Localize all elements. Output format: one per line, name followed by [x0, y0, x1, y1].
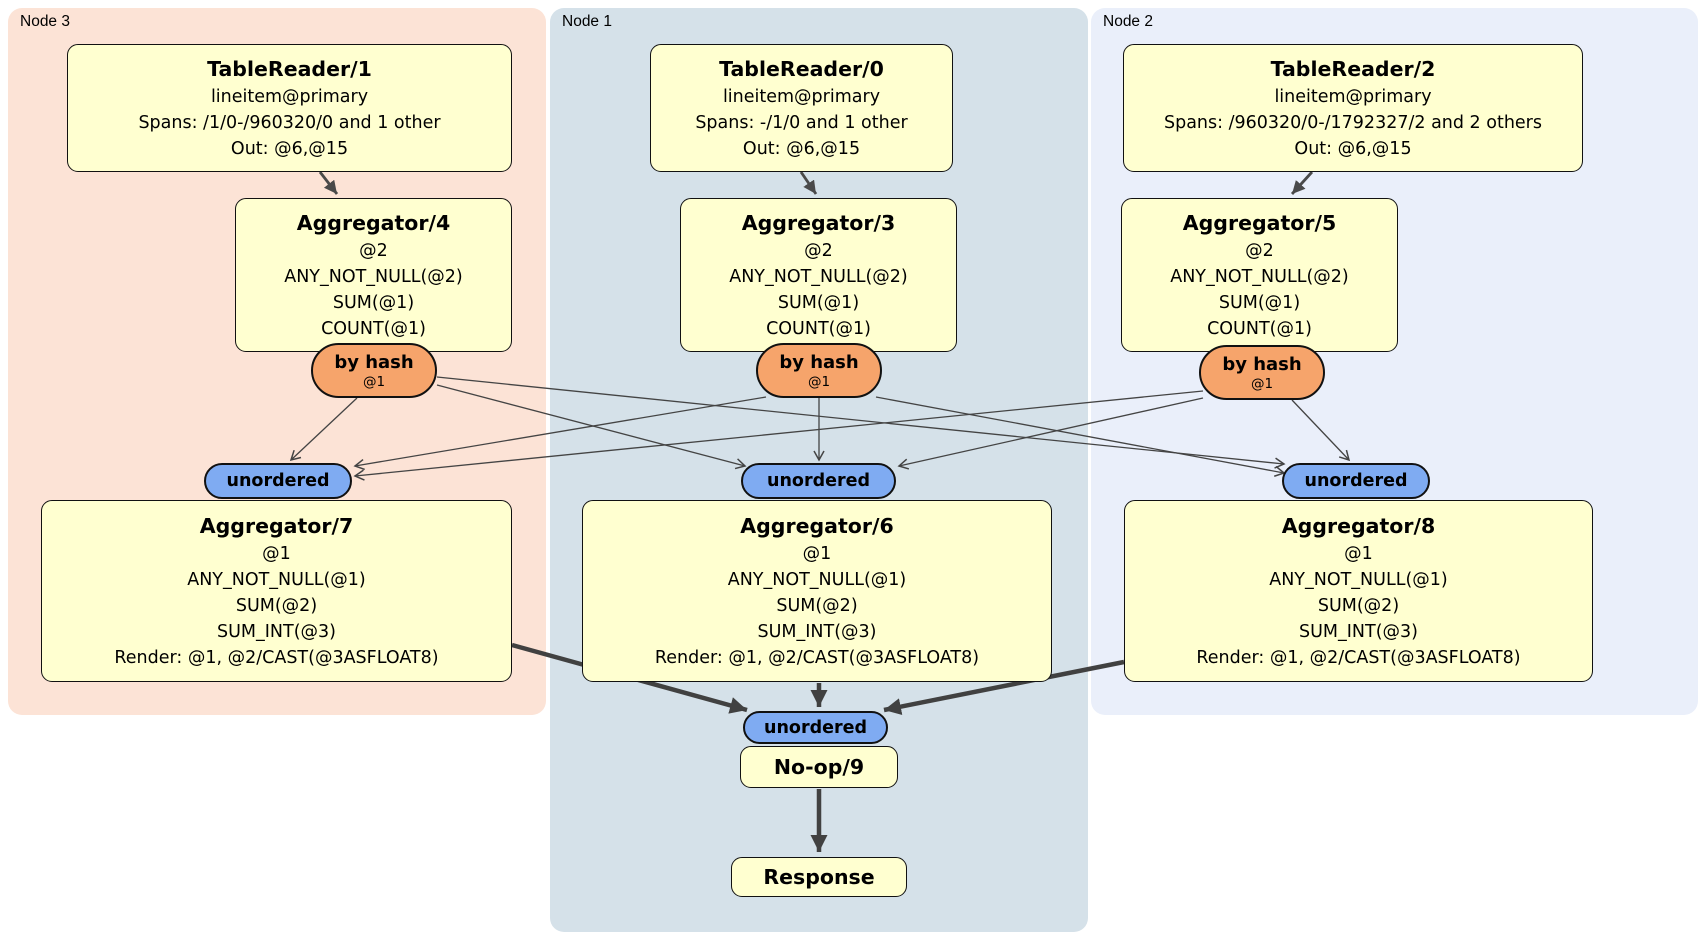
node-title: Aggregator/8 [1281, 514, 1436, 538]
node-title: Response [763, 865, 875, 889]
node-detail-line: SUM(@2) [1317, 596, 1400, 616]
sync-unordered-node1: unordered [741, 463, 896, 499]
panel-node1-label: Node 1 [562, 13, 612, 30]
node-title: TableReader/2 [1270, 57, 1436, 81]
node-detail-line: @2 [804, 241, 833, 261]
node-detail-line: Render: @1, @2/CAST(@3ASFLOAT8) [654, 648, 980, 668]
node-detail-line: @1 [802, 544, 832, 564]
sync-unordered-node3: unordered [204, 463, 352, 499]
node-aggregator-3: Aggregator/3 @2 ANY_NOT_NULL(@2) SUM(@1)… [680, 198, 957, 352]
sync-label: unordered [764, 717, 867, 738]
node-detail-line: Out: @6,@15 [1294, 139, 1412, 159]
router-label: by hash [779, 351, 859, 373]
node-detail-line: Out: @6,@15 [742, 139, 861, 159]
node-detail-line: @2 [1245, 241, 1274, 261]
router-detail: @1 [807, 373, 831, 390]
node-detail-line: SUM(@1) [777, 293, 860, 313]
router-label: by hash [334, 351, 414, 373]
node-detail-line: COUNT(@1) [766, 319, 871, 339]
sync-unordered-node2: unordered [1282, 463, 1430, 499]
node-detail-line: Spans: /1/0-/960320/0 and 1 other [138, 113, 441, 133]
panel-node2-label: Node 2 [1103, 13, 1153, 30]
node-detail-line: SUM(@1) [1218, 293, 1301, 313]
node-aggregator-4: Aggregator/4 @2 ANY_NOT_NULL(@2) SUM(@1)… [235, 198, 512, 352]
node-title: Aggregator/6 [740, 514, 894, 538]
node-title: TableReader/1 [207, 57, 372, 81]
node-detail-line: ANY_NOT_NULL(@1) [727, 570, 907, 590]
node-aggregator-6: Aggregator/6 @1 ANY_NOT_NULL(@1) SUM(@2)… [582, 500, 1052, 682]
node-tablereader-1: TableReader/1 lineitem@primary Spans: /1… [67, 44, 512, 172]
sync-label: unordered [226, 471, 330, 491]
sync-unordered-final: unordered [743, 711, 888, 744]
node-detail-line: SUM(@1) [332, 293, 415, 313]
router-label: by hash [1222, 353, 1302, 375]
node-detail-line: ANY_NOT_NULL(@2) [1170, 267, 1349, 287]
node-detail-line: COUNT(@1) [321, 319, 426, 339]
node-title: Aggregator/7 [199, 514, 354, 538]
node-detail-line: COUNT(@1) [1207, 319, 1312, 339]
node-detail-line: @1 [262, 544, 291, 564]
panel-node3-label: Node 3 [20, 13, 70, 30]
node-detail-line: SUM_INT(@3) [217, 622, 336, 642]
node-detail-line: ANY_NOT_NULL(@1) [1269, 570, 1448, 590]
node-detail-line: Spans: /960320/0-/1792327/2 and 2 others [1163, 113, 1542, 133]
node-title: No-op/9 [773, 755, 865, 779]
node-detail-line: SUM(@2) [235, 596, 318, 616]
node-aggregator-8: Aggregator/8 @1 ANY_NOT_NULL(@1) SUM(@2)… [1124, 500, 1593, 682]
node-tablereader-2: TableReader/2 lineitem@primary Spans: /9… [1123, 44, 1583, 172]
node-title: Aggregator/4 [296, 211, 451, 235]
node-detail-line: Render: @1, @2/CAST(@3ASFLOAT8) [1196, 648, 1521, 668]
node-response: Response [731, 857, 907, 897]
node-noop-9: No-op/9 [740, 746, 898, 788]
node-detail-line: ANY_NOT_NULL(@2) [284, 267, 463, 287]
sync-label: unordered [767, 471, 870, 491]
router-by-hash-node3: by hash @1 [311, 343, 437, 398]
node-aggregator-7: Aggregator/7 @1 ANY_NOT_NULL(@1) SUM(@2)… [41, 500, 512, 682]
node-title: TableReader/0 [719, 57, 884, 81]
node-detail-line: lineitem@primary [210, 87, 369, 107]
node-detail-line: @1 [1344, 544, 1373, 564]
node-detail-line: SUM_INT(@3) [1299, 622, 1418, 642]
node-detail-line: SUM_INT(@3) [757, 622, 877, 642]
router-detail: @1 [362, 373, 386, 390]
node-detail-line: SUM(@2) [776, 596, 858, 616]
node-detail-line: ANY_NOT_NULL(@2) [729, 267, 908, 287]
node-aggregator-5: Aggregator/5 @2 ANY_NOT_NULL(@2) SUM(@1)… [1121, 198, 1398, 352]
sync-label: unordered [1304, 471, 1408, 491]
node-detail-line: lineitem@primary [1274, 87, 1432, 107]
router-detail: @1 [1250, 375, 1274, 392]
node-title: Aggregator/5 [1182, 211, 1337, 235]
node-title: Aggregator/3 [741, 211, 896, 235]
node-detail-line: ANY_NOT_NULL(@1) [187, 570, 366, 590]
node-detail-line: lineitem@primary [722, 87, 881, 107]
node-detail-line: Out: @6,@15 [230, 139, 349, 159]
node-tablereader-0: TableReader/0 lineitem@primary Spans: -/… [650, 44, 953, 172]
router-by-hash-node1: by hash @1 [756, 343, 882, 398]
node-detail-line: Render: @1, @2/CAST(@3ASFLOAT8) [114, 648, 439, 668]
router-by-hash-node2: by hash @1 [1199, 345, 1325, 400]
node-detail-line: @2 [359, 241, 388, 261]
node-detail-line: Spans: -/1/0 and 1 other [695, 113, 908, 133]
